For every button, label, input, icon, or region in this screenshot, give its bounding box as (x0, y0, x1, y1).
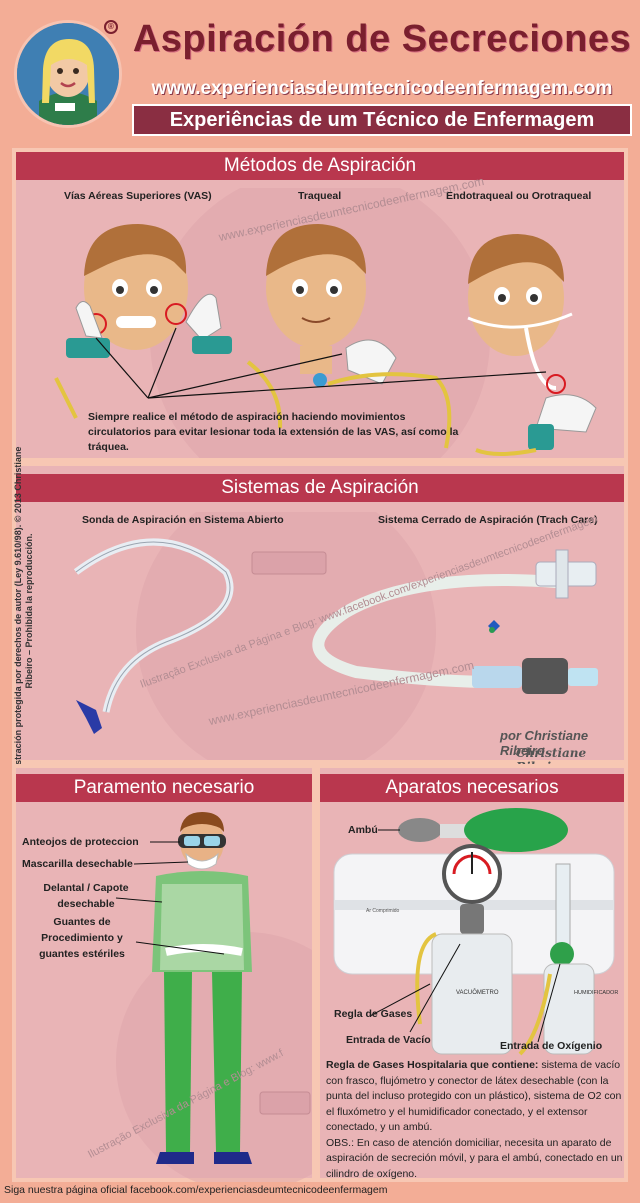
devices-description: Regla de Gases Hospitalaria que contiene… (326, 1058, 628, 1182)
label-oxygen-inlet: Entrada de Oxígenio (500, 1040, 603, 1052)
author-credit: por Christiane Ribeiro (500, 728, 589, 758)
copyright-notice-box: Ilustración protegida por derechos de au… (4, 440, 34, 790)
desc-obs: OBS.: En caso de atención domiciliar, ne… (326, 1136, 623, 1180)
gear-item-goggles: Anteojos de proteccion (22, 836, 139, 848)
copyright-notice: Ilustración protegida por derechos de au… (13, 446, 34, 776)
closed-system-tube (312, 574, 557, 688)
label-gas-rail: Regla de Gases (334, 1008, 413, 1020)
label-compressed-air: Ar Comprimido (366, 908, 400, 914)
site-subtitle: Experiências de um Técnico de Enfermagem (132, 104, 632, 136)
devices-panel: Aparatos necesarios Ambú Ar Comprimido V… (316, 764, 628, 1182)
site-url[interactable]: www.experienciasdeumtecnicodeenfermagem.… (151, 78, 613, 99)
label-open-system: Sonda de Aspiración en Sistema Abierto (82, 514, 284, 526)
registered-mark: ® (104, 20, 118, 34)
gear-item-gown: Delantal / Capote desechable (43, 882, 129, 910)
label-humidifier: HUMIDIFICADOR (574, 990, 619, 996)
gear-panel: Paramento necesario Anteojos de protecci… (12, 764, 316, 1182)
label-closed-system: Sistema Cerrado de Aspiración (Trach Car… (378, 514, 598, 526)
methods-panel: Métodos de Aspiración (12, 148, 628, 462)
gear-item-mask: Mascarilla desechable (22, 858, 133, 870)
gas-rail-illustration (333, 808, 615, 1056)
desc-text: sistema de vacío con frasco, flujómetro … (326, 1059, 622, 1133)
page-title: Aspiración de Secreciones (132, 18, 632, 60)
gear-item-gloves: Guantes de Procedimiento y guantes estér… (39, 916, 125, 960)
label-vacuum-inlet: Entrada de Vacío (346, 1034, 431, 1046)
label-traqueal: Traqueal (298, 190, 342, 202)
gear-title: Paramento necesario (16, 774, 312, 802)
nurse-figure (115, 812, 312, 1182)
label-ambu: Ambú (348, 824, 378, 836)
desc-bold: Regla de Gases Hospitalaria que contiene… (326, 1059, 539, 1071)
nurse-avatar (14, 20, 122, 128)
systems-title: Sistemas de Aspiración (16, 474, 624, 502)
systems-panel: Sistemas de Aspiración Sonda de Aspiraci… (12, 462, 628, 774)
systems-illustration (73, 512, 598, 760)
label-vas: Vías Aéreas Superiores (VAS) (64, 190, 212, 202)
methods-title: Métodos de Aspiración (16, 152, 624, 180)
label-endotraqueal: Endotraqueal ou Orotraqueal (446, 190, 592, 202)
patient-head-vas (84, 224, 188, 350)
footer-link[interactable]: Siga nuestra página oficial facebook.com… (4, 1184, 388, 1196)
patient-head-endotraqueal (467, 234, 573, 394)
header: ® Aspiración de Secreciones www.experien… (0, 0, 640, 148)
patient-head-traqueal (266, 224, 366, 387)
method-note: Siempre realice el método de aspiración … (88, 411, 459, 453)
label-vacuometer: VACUÔMETRO (456, 990, 499, 996)
devices-title: Aparatos necesarios (320, 774, 624, 802)
methods-illustration (54, 188, 597, 458)
